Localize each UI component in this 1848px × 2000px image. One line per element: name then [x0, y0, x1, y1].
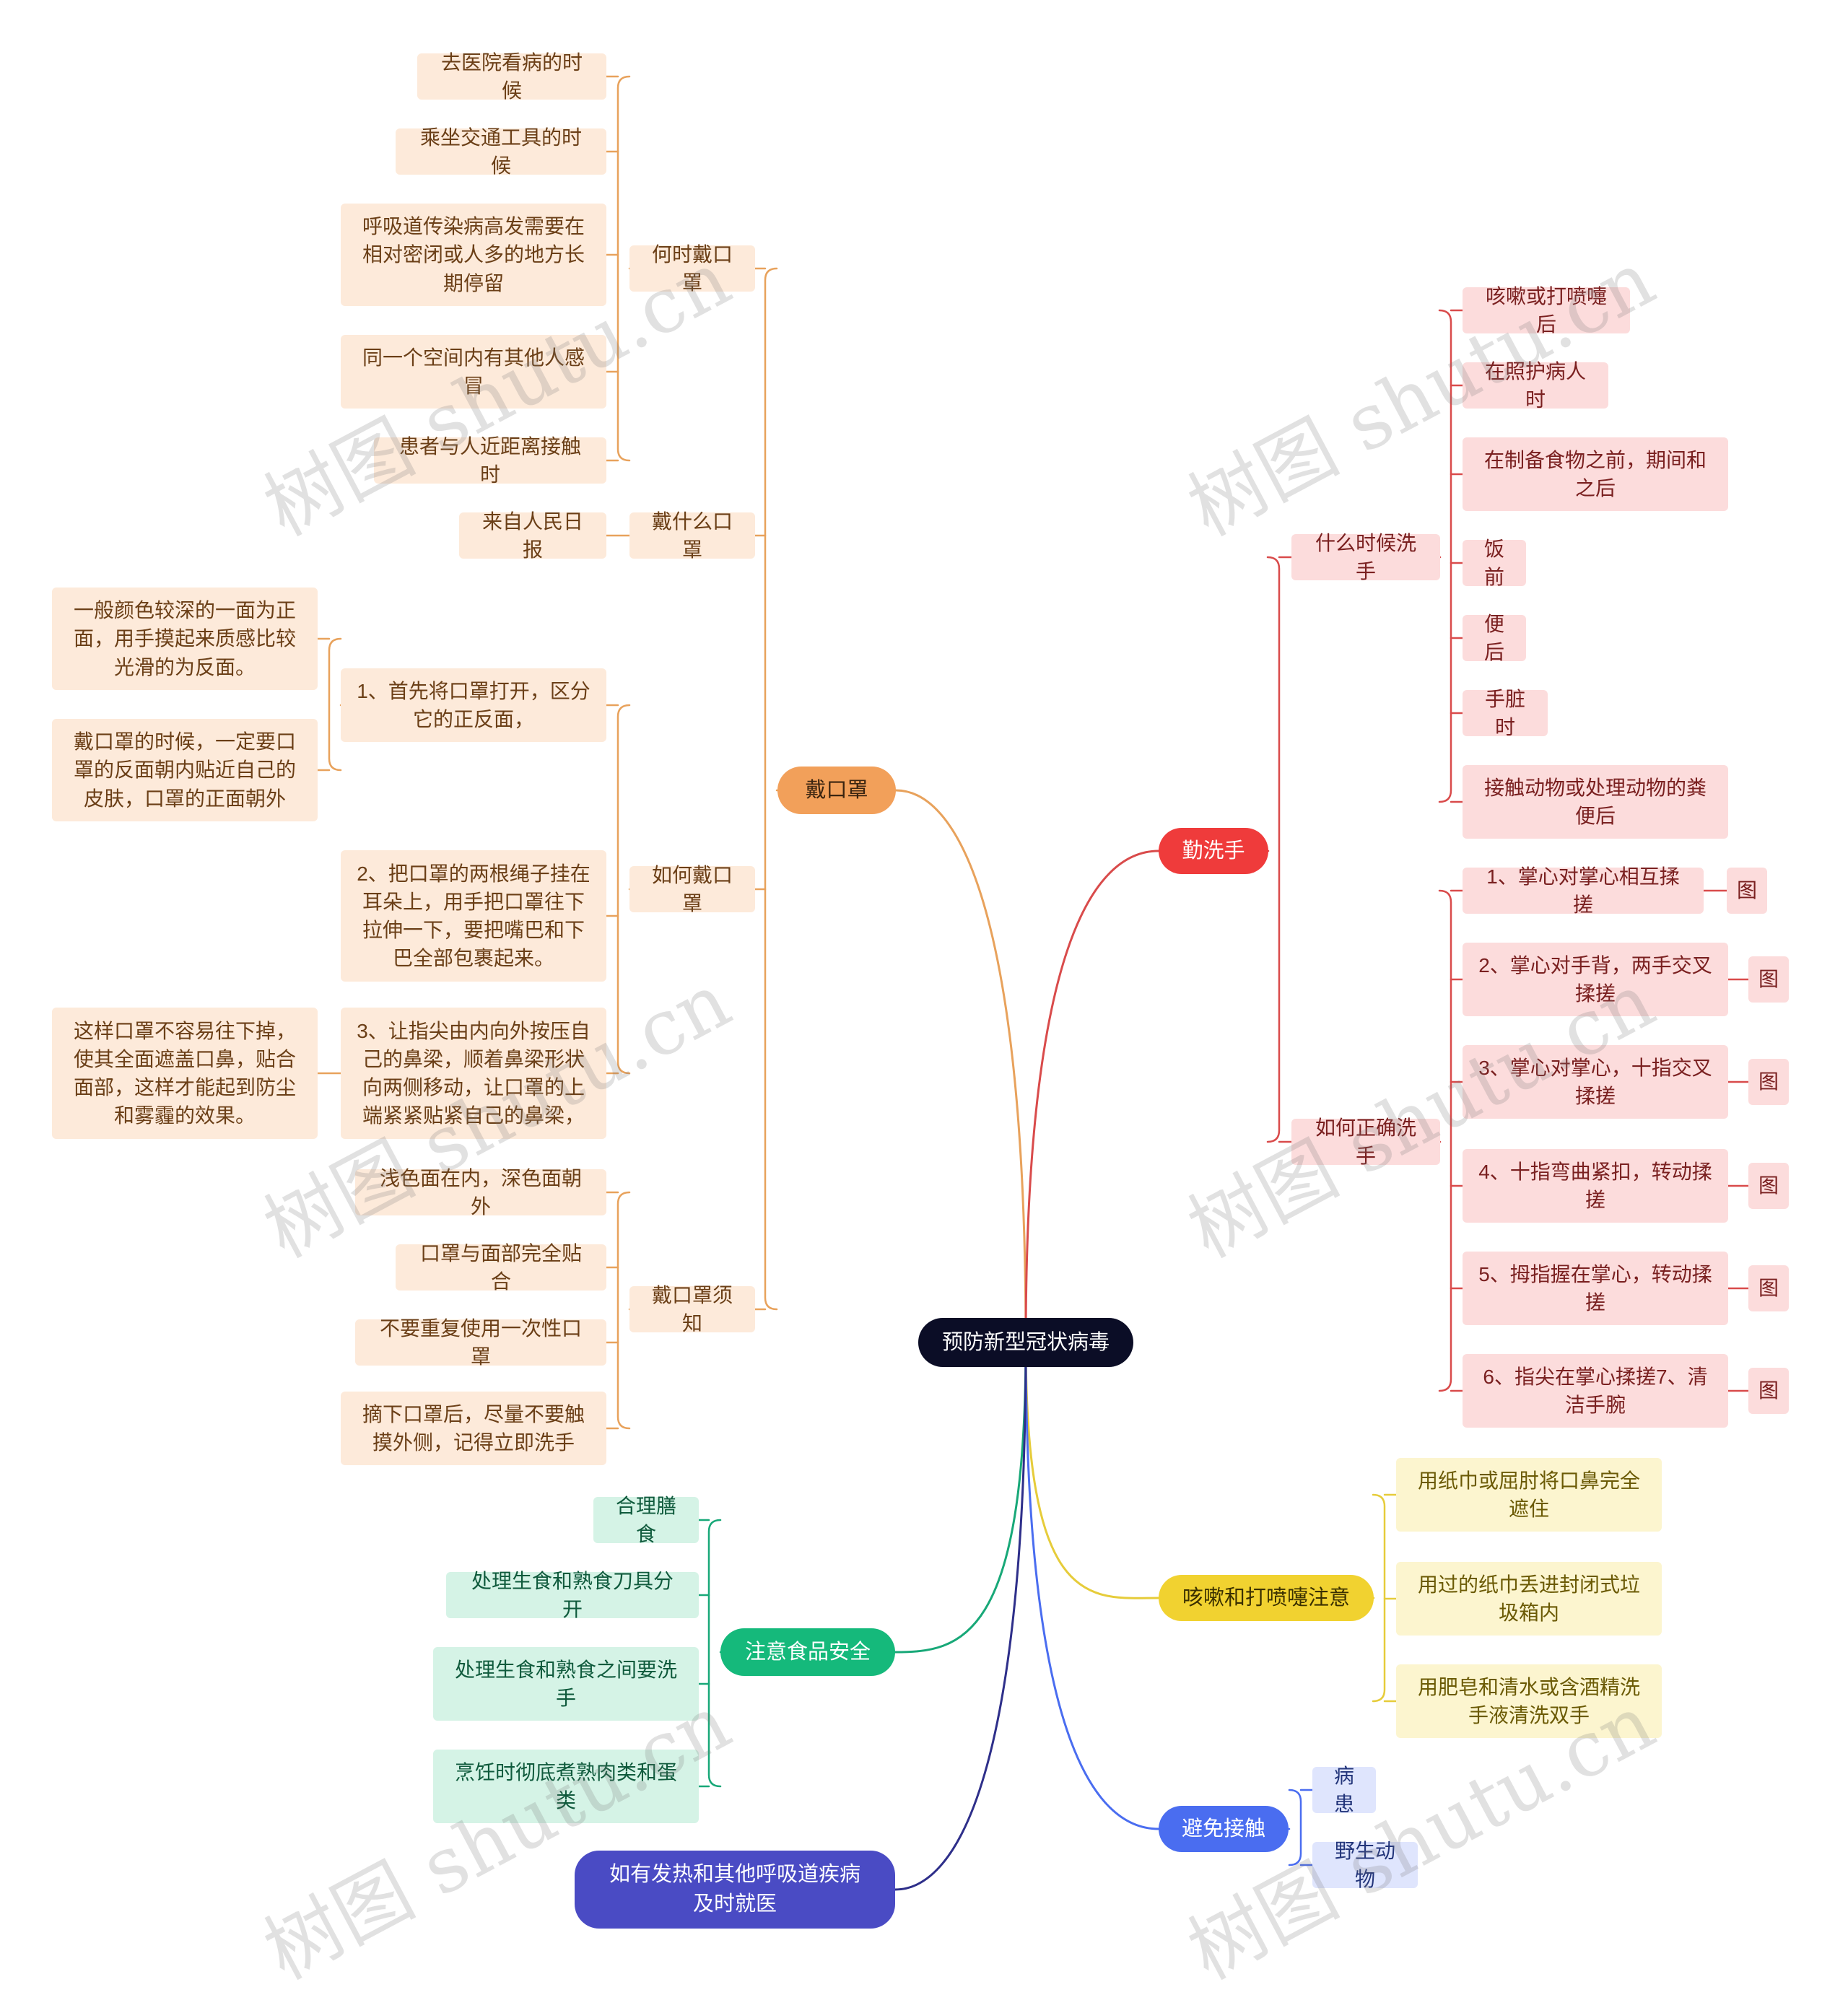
mask-notice-item: 不要重复使用一次性口罩	[355, 1317, 606, 1368]
wash-how-step: 2、掌心对手背，两手交叉揉搓	[1463, 943, 1728, 1016]
mask-when-header[interactable]: 何时戴口罩	[629, 243, 755, 294]
mask-what-item: 来自人民日报	[459, 510, 606, 561]
cough-item: 用过的纸巾丢进封闭式垃圾箱内	[1396, 1562, 1662, 1636]
mask-how-header[interactable]: 如何戴口罩	[629, 864, 755, 914]
mask-how-step1-note: 戴口罩的时候，一定要口罩的反面朝内贴近自己的皮肤，口罩的正面朝外	[52, 719, 318, 821]
wash-image-tag[interactable]: 图	[1748, 1265, 1789, 1311]
mask-when-item: 同一个空间内有其他人感冒	[341, 335, 606, 409]
food-item: 处理生食和熟食之间要洗手	[433, 1647, 699, 1721]
connector-root-food	[894, 1341, 1027, 1654]
wash-image-tag[interactable]: 图	[1748, 1059, 1789, 1105]
wash-when-item: 在制备食物之前，期间和之后	[1463, 437, 1728, 511]
wash-when-item: 接触动物或处理动物的粪便后	[1463, 765, 1728, 839]
mask-how-step3: 3、让指尖由内向外按压自己的鼻梁，顺着鼻梁形状向两侧移动，让口罩的上端紧紧贴紧自…	[341, 1008, 606, 1139]
connector-root-mask	[894, 789, 1027, 1344]
wash-how-step: 3、掌心对掌心，十指交叉揉搓	[1463, 1045, 1728, 1119]
branch-wash[interactable]: 勤洗手	[1159, 828, 1268, 874]
mask-when-item: 呼吸道传染病高发需要在相对密闭或人多的地方长期停留	[341, 204, 606, 306]
mask-when-item: 去医院看病的时候	[417, 51, 606, 102]
food-item: 合理膳食	[593, 1495, 699, 1545]
food-item: 烹饪时彻底煮熟肉类和蛋类	[433, 1750, 699, 1823]
wash-image-tag[interactable]: 图	[1727, 868, 1767, 914]
wash-how-step: 4、十指弯曲紧扣，转动揉搓	[1463, 1149, 1728, 1223]
connector-root-cough	[1024, 1341, 1160, 1599]
wash-when-header[interactable]: 什么时候洗手	[1291, 532, 1440, 582]
root-node[interactable]: 预防新型冠状病毒	[918, 1318, 1133, 1367]
wash-image-tag[interactable]: 图	[1748, 1163, 1789, 1209]
connector-mask-how-spine	[616, 704, 631, 1075]
mask-when-item: 乘坐交通工具的时候	[396, 126, 606, 177]
connector-wash-how-spine	[1438, 889, 1452, 1392]
contact-item: 病患	[1312, 1765, 1376, 1815]
branch-contact[interactable]: 避免接触	[1159, 1806, 1289, 1852]
branch-cough[interactable]: 咳嗽和打喷嚏注意	[1159, 1575, 1374, 1621]
mask-how-step1: 1、首先将口罩打开，区分它的正反面，	[341, 668, 606, 742]
connector-mask-notice-spine	[616, 1191, 631, 1430]
wash-when-item: 咳嗽或打喷嚏后	[1463, 285, 1630, 336]
branch-doctor[interactable]: 如有发热和其他呼吸道疾病及时就医	[575, 1851, 895, 1929]
connector-cough-spine	[1372, 1493, 1386, 1703]
connector-mask-step1-spine	[328, 637, 342, 772]
wash-when-item: 便后	[1463, 613, 1526, 663]
wash-how-step: 5、拇指握在掌心，转动揉搓	[1463, 1252, 1728, 1325]
mask-how-step3-note: 这样口罩不容易往下掉，使其全面遮盖口鼻，贴合面部，这样才能起到防尘和雾霾的效果。	[52, 1008, 318, 1139]
mask-notice-item: 浅色面在内，深色面朝外	[355, 1167, 606, 1218]
wash-how-step: 1、掌心对掌心相互揉搓	[1463, 865, 1704, 916]
connector-wash-when-spine	[1438, 309, 1452, 803]
connector-root-wash	[1024, 850, 1160, 1344]
wash-how-header[interactable]: 如何正确洗手	[1291, 1117, 1440, 1167]
mask-notice-item: 口罩与面部完全贴合	[396, 1242, 606, 1293]
cough-item: 用肥皂和清水或含酒精洗手液清洗双手	[1396, 1664, 1662, 1738]
connector-food-spine	[707, 1519, 722, 1788]
cough-item: 用纸巾或屈肘将口鼻完全遮住	[1396, 1458, 1662, 1532]
branch-food[interactable]: 注意食品安全	[720, 1628, 895, 1676]
contact-item: 野生动物	[1312, 1840, 1418, 1890]
wash-image-tag[interactable]: 图	[1748, 1368, 1789, 1414]
wash-when-item: 在照护病人时	[1463, 360, 1608, 411]
wash-when-item: 饭前	[1463, 538, 1526, 588]
mask-how-step2: 2、把口罩的两根绳子挂在耳朵上，用手把口罩往下拉伸一下，要把嘴巴和下巴全部包裹起…	[341, 850, 606, 982]
branch-mask[interactable]: 戴口罩	[777, 767, 896, 814]
connector-contact-spine	[1288, 1789, 1302, 1866]
wash-how-step: 6、指尖在掌心揉搓7、清洁手腕	[1463, 1354, 1728, 1428]
mask-when-item: 患者与人近距离接触时	[374, 435, 606, 486]
wash-image-tag[interactable]: 图	[1748, 956, 1789, 1003]
connector-wash-spine	[1266, 556, 1281, 1143]
mask-what-header[interactable]: 戴什么口罩	[629, 510, 755, 561]
connector-root-doctor	[894, 1341, 1027, 1891]
connector-root-contact	[1024, 1341, 1160, 1830]
mask-notice-item: 摘下口罩后，尽量不要触摸外侧，记得立即洗手	[341, 1392, 606, 1465]
mask-how-step1-note: 一般颜色较深的一面为正面，用手摸起来质感比较光滑的为反面。	[52, 588, 318, 690]
mask-notice-header[interactable]: 戴口罩须知	[629, 1284, 755, 1335]
connector-mask-when-spine	[616, 75, 631, 462]
wash-when-item: 手脏时	[1463, 688, 1548, 738]
food-item: 处理生食和熟食刀具分开	[446, 1570, 699, 1620]
connector-mask-spine	[764, 267, 778, 1311]
